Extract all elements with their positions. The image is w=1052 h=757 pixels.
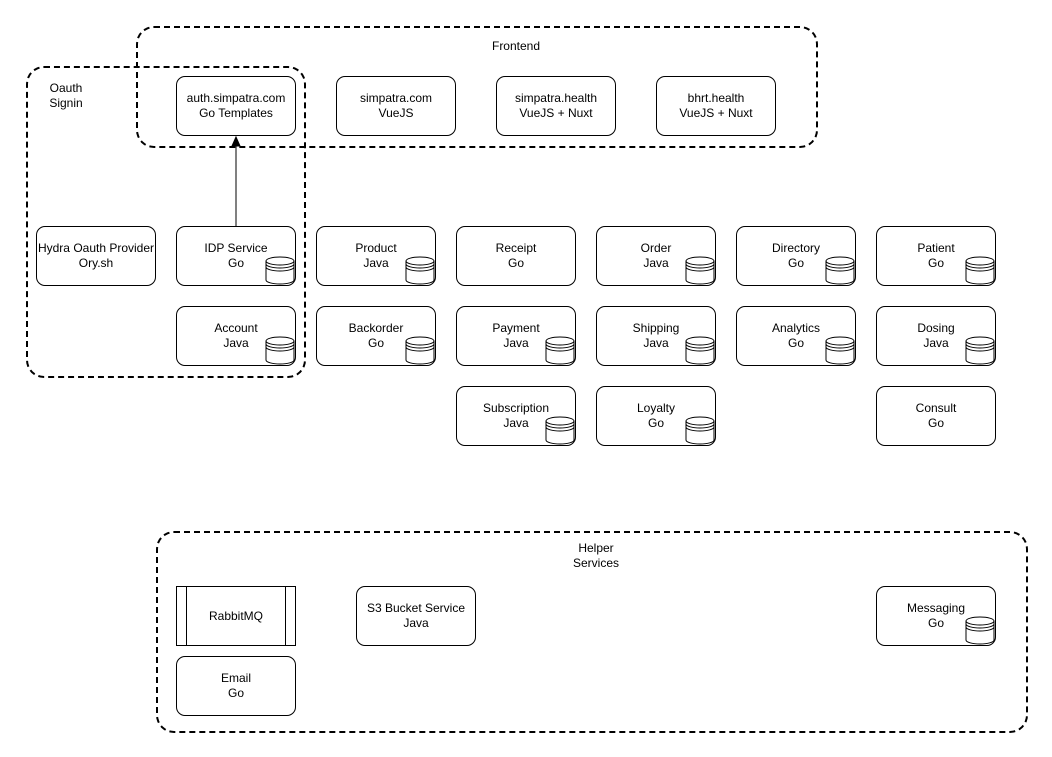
database-icon <box>965 616 995 645</box>
database-icon <box>965 336 995 365</box>
database-icon <box>685 336 715 365</box>
database-icon <box>685 256 715 285</box>
node-title: simpatra.health <box>514 91 598 105</box>
node-tech: Java <box>223 336 249 350</box>
node-tech: VueJS + Nuxt <box>679 106 753 120</box>
product-node: Product Java <box>316 226 436 286</box>
node-title: S3 Bucket Service <box>366 601 466 615</box>
node-title: bhrt.health <box>687 91 745 105</box>
node-title: Shipping <box>632 321 680 335</box>
dosing-node: Dosing Java <box>876 306 996 366</box>
node-tech: Go <box>367 336 384 350</box>
node-tech: Go <box>227 256 244 270</box>
simpatra-health-node: simpatra.health VueJS + Nuxt <box>496 76 616 136</box>
account-node: Account Java <box>176 306 296 366</box>
node-title: IDP Service <box>204 241 268 255</box>
database-icon <box>825 256 855 285</box>
messaging-node: Messaging Go <box>876 586 996 646</box>
oauth-signin-group-label: Oauth Signin <box>49 81 83 110</box>
backorder-node: Backorder Go <box>316 306 436 366</box>
node-tech: Java <box>643 336 669 350</box>
database-icon <box>405 336 435 365</box>
helper-services-group <box>156 531 1028 733</box>
frontend-group <box>136 26 818 148</box>
frontend-group-label: Frontend <box>491 39 541 53</box>
node-title: Product <box>355 241 397 255</box>
node-title: Directory <box>771 241 820 255</box>
idp-service-node: IDP Service Go <box>176 226 296 286</box>
database-icon <box>265 256 295 285</box>
node-title: Receipt <box>495 241 537 255</box>
oauth-signin-group <box>26 66 306 378</box>
directory-node: Directory Go <box>736 226 856 286</box>
node-tech: Java <box>923 336 949 350</box>
node-title: Analytics <box>771 321 821 335</box>
patient-node: Patient Go <box>876 226 996 286</box>
node-tech: Go <box>647 416 664 430</box>
loyalty-node: Loyalty Go <box>596 386 716 446</box>
node-tech: VueJS <box>378 106 414 120</box>
node-tech: Go <box>227 686 244 700</box>
node-title: Subscription <box>482 401 550 415</box>
node-tech: Ory.sh <box>78 256 114 270</box>
auth-simpatra-node: auth.simpatra.com Go Templates <box>176 76 296 136</box>
database-icon <box>405 256 435 285</box>
database-icon <box>825 336 855 365</box>
node-tech: Java <box>403 616 429 630</box>
database-icon <box>545 416 575 445</box>
node-title: Email <box>220 671 251 685</box>
simpatra-com-node: simpatra.com VueJS <box>336 76 456 136</box>
node-tech: Go <box>507 256 524 270</box>
database-icon <box>965 256 995 285</box>
node-tech: Java <box>503 336 529 350</box>
node-tech: Go <box>927 416 944 430</box>
node-title: Consult <box>915 401 957 415</box>
node-title: Account <box>214 321 258 335</box>
node-title: Loyalty <box>636 401 676 415</box>
email-node: Email Go <box>176 656 296 716</box>
node-tech: Java <box>643 256 669 270</box>
node-title: Backorder <box>348 321 404 335</box>
hydra-oauth-provider-node: Hydra Oauth Provider Ory.sh <box>36 226 156 286</box>
database-icon <box>545 336 575 365</box>
node-title: RabbitMQ <box>208 608 264 623</box>
node-title: Order <box>640 241 672 255</box>
node-title: Hydra Oauth Provider <box>37 241 155 255</box>
node-tech: Go Templates <box>199 106 273 120</box>
node-tech: Go <box>787 256 804 270</box>
order-node: Order Java <box>596 226 716 286</box>
node-title: auth.simpatra.com <box>186 91 286 105</box>
node-tech: Java <box>503 416 529 430</box>
node-tech: Java <box>363 256 389 270</box>
node-tech: Go <box>787 336 804 350</box>
node-tech: VueJS + Nuxt <box>519 106 593 120</box>
node-title: Messaging <box>906 601 966 615</box>
bhrt-health-node: bhrt.health VueJS + Nuxt <box>656 76 776 136</box>
consult-node: Consult Go <box>876 386 996 446</box>
rabbitmq-node: RabbitMQ <box>176 586 296 646</box>
node-title: Patient <box>917 241 955 255</box>
s3-bucket-service-node: S3 Bucket Service Java <box>356 586 476 646</box>
arrowhead-icon <box>231 135 241 147</box>
node-tech: Go <box>927 256 944 270</box>
subscription-node: Subscription Java <box>456 386 576 446</box>
database-icon <box>265 336 295 365</box>
analytics-node: Analytics Go <box>736 306 856 366</box>
node-title: Dosing <box>917 321 955 335</box>
node-tech: Go <box>927 616 944 630</box>
node-title: Payment <box>492 321 540 335</box>
payment-node: Payment Java <box>456 306 576 366</box>
helper-services-group-label: Helper Services <box>572 541 619 570</box>
receipt-node: Receipt Go <box>456 226 576 286</box>
shipping-node: Shipping Java <box>596 306 716 366</box>
database-icon <box>685 416 715 445</box>
node-title: simpatra.com <box>359 91 433 105</box>
